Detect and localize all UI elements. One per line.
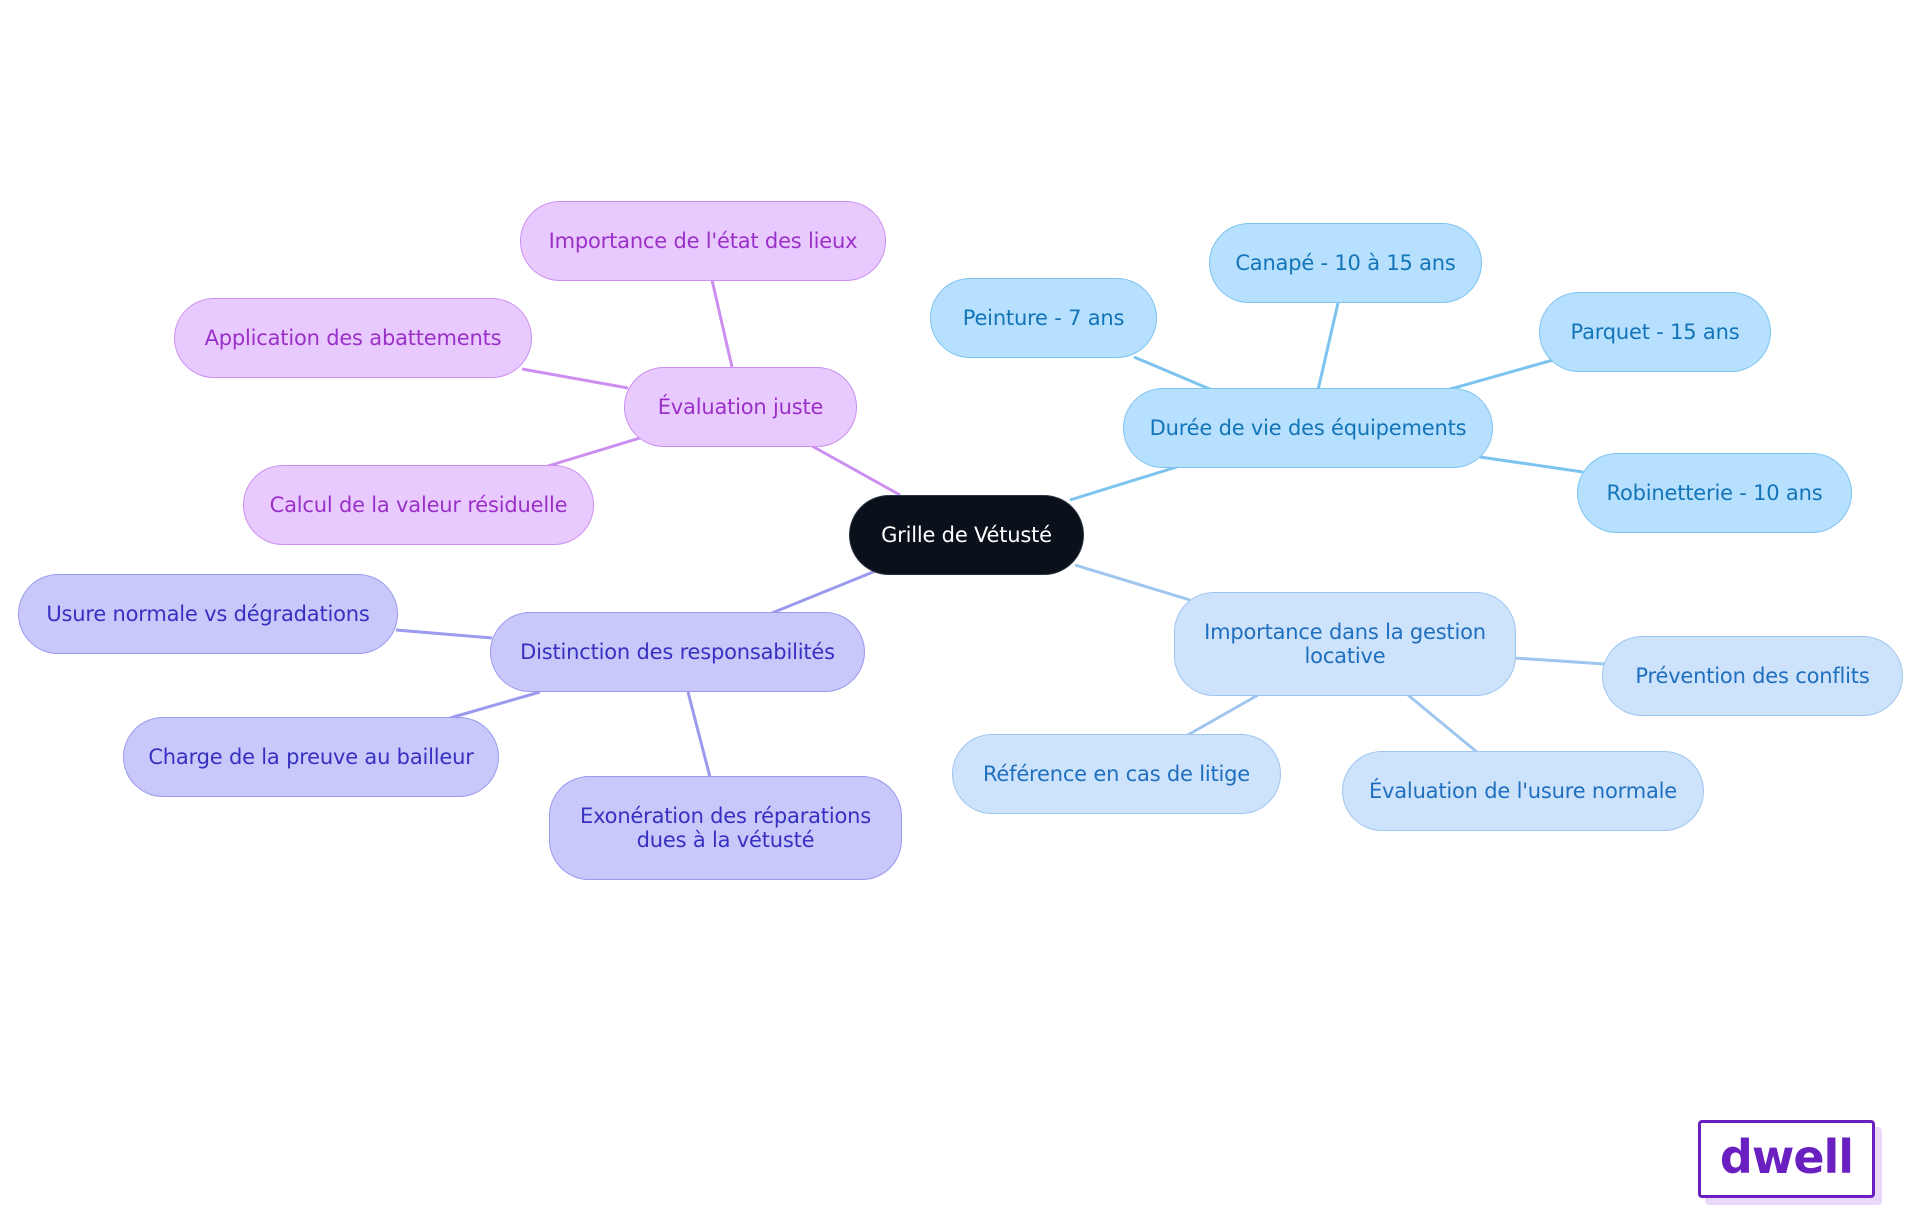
leaf-parquet[interactable]: Parquet - 15 ans [1539, 292, 1771, 372]
edge-root-distinction [771, 568, 879, 615]
edge-duree-peinture [1133, 355, 1213, 392]
leaf-canape[interactable]: Canapé - 10 à 15 ans [1209, 223, 1482, 303]
edge-root-evaluation [811, 444, 901, 497]
edge-evaluation-etat [710, 279, 734, 368]
edge-evaluation-abattements [521, 367, 629, 390]
leaf-charge-preuve-bailleur[interactable]: Charge de la preuve au bailleur [123, 717, 499, 797]
leaf-importance-etat-des-lieux[interactable]: Importance de l'état des lieux [520, 201, 886, 281]
leaf-usure-normale-vs-degradations[interactable]: Usure normale vs dégradations [18, 574, 398, 654]
edge-duree-canape [1316, 302, 1340, 391]
leaf-prevention-conflits[interactable]: Prévention des conflits [1602, 636, 1903, 716]
edge-duree-parquet [1446, 358, 1554, 392]
leaf-reference-litige[interactable]: Référence en cas de litige [952, 734, 1281, 814]
edge-evaluation-residuelle [547, 436, 641, 468]
leaf-calcul-valeur-residuelle[interactable]: Calcul de la valeur résiduelle [243, 465, 594, 545]
edge-distinction-exoneration [686, 691, 712, 778]
edge-gestion-usure [1407, 693, 1479, 755]
dwell-logo: dwell [1698, 1120, 1875, 1198]
branch-gestion-locative[interactable]: Importance dans la gestion locative [1174, 592, 1516, 696]
branch-distinction-responsabilites[interactable]: Distinction des responsabilités [490, 612, 865, 692]
edge-distinction-preuve [449, 690, 541, 720]
leaf-peinture[interactable]: Peinture - 7 ans [930, 278, 1157, 358]
branch-evaluation-juste[interactable]: Évaluation juste [624, 367, 857, 447]
edge-gestion-litige [1185, 693, 1259, 738]
leaf-evaluation-usure-normale[interactable]: Évaluation de l'usure normale [1342, 751, 1704, 831]
edge-gestion-prevention [1513, 656, 1606, 666]
leaf-robinetterie[interactable]: Robinetterie - 10 ans [1577, 453, 1852, 533]
leaf-exoneration-reparations[interactable]: Exonération des réparations dues à la vé… [549, 776, 902, 880]
branch-duree-de-vie[interactable]: Durée de vie des équipements [1123, 388, 1493, 468]
root-node[interactable]: Grille de Vétusté [849, 495, 1084, 575]
edge-duree-robinetterie [1479, 455, 1584, 474]
edge-root-duree [1069, 463, 1184, 502]
leaf-application-abattements[interactable]: Application des abattements [174, 298, 532, 378]
edge-root-gestion [1074, 563, 1191, 602]
edge-distinction-usure [395, 628, 493, 640]
